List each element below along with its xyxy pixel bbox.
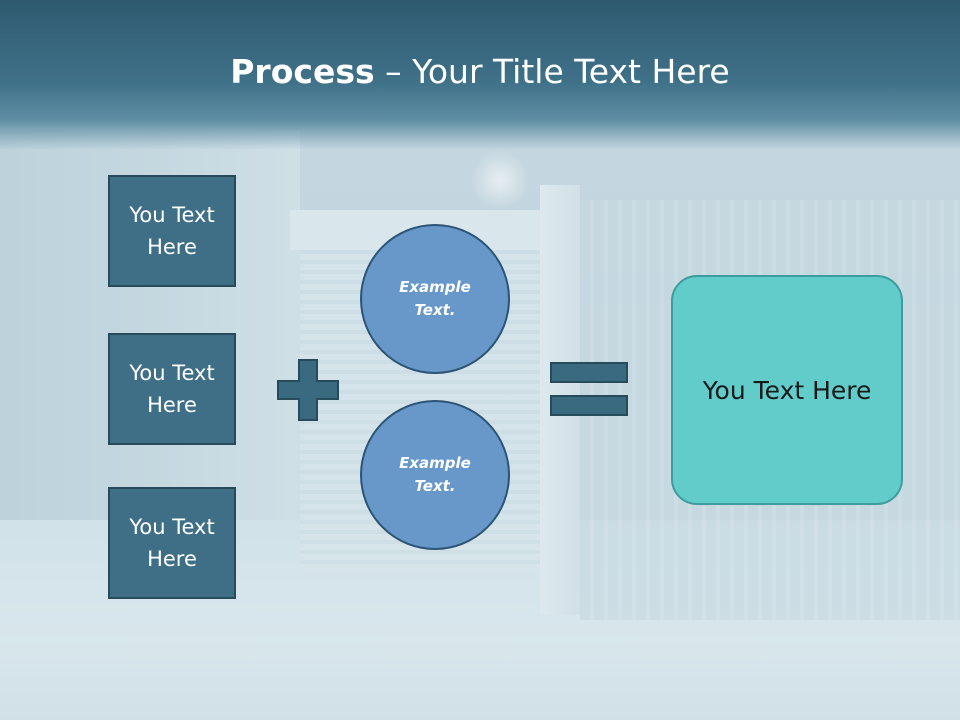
example-circle-1: Example Text.: [360, 224, 510, 374]
plus-icon: [277, 359, 339, 421]
input-box-1: You Text Here: [108, 175, 236, 287]
result-box: You Text Here: [671, 275, 903, 505]
title-bar: [0, 0, 960, 150]
input-box-3: You Text Here: [108, 487, 236, 599]
title-rest: – Your Title Text Here: [374, 52, 730, 91]
equals-icon: [550, 362, 628, 416]
result-label: You Text Here: [702, 375, 872, 405]
title-bold: Process: [230, 52, 375, 91]
example-circle-2: Example Text.: [360, 400, 510, 550]
circle-label: Example Text.: [399, 454, 471, 495]
input-box-label: You Text Here: [129, 361, 215, 417]
background-light: [470, 150, 530, 210]
slide-title: Process – Your Title Text Here: [0, 52, 960, 91]
input-box-label: You Text Here: [129, 203, 215, 259]
circle-label: Example Text.: [399, 278, 471, 319]
input-box-label: You Text Here: [129, 515, 215, 571]
input-box-2: You Text Here: [108, 333, 236, 445]
